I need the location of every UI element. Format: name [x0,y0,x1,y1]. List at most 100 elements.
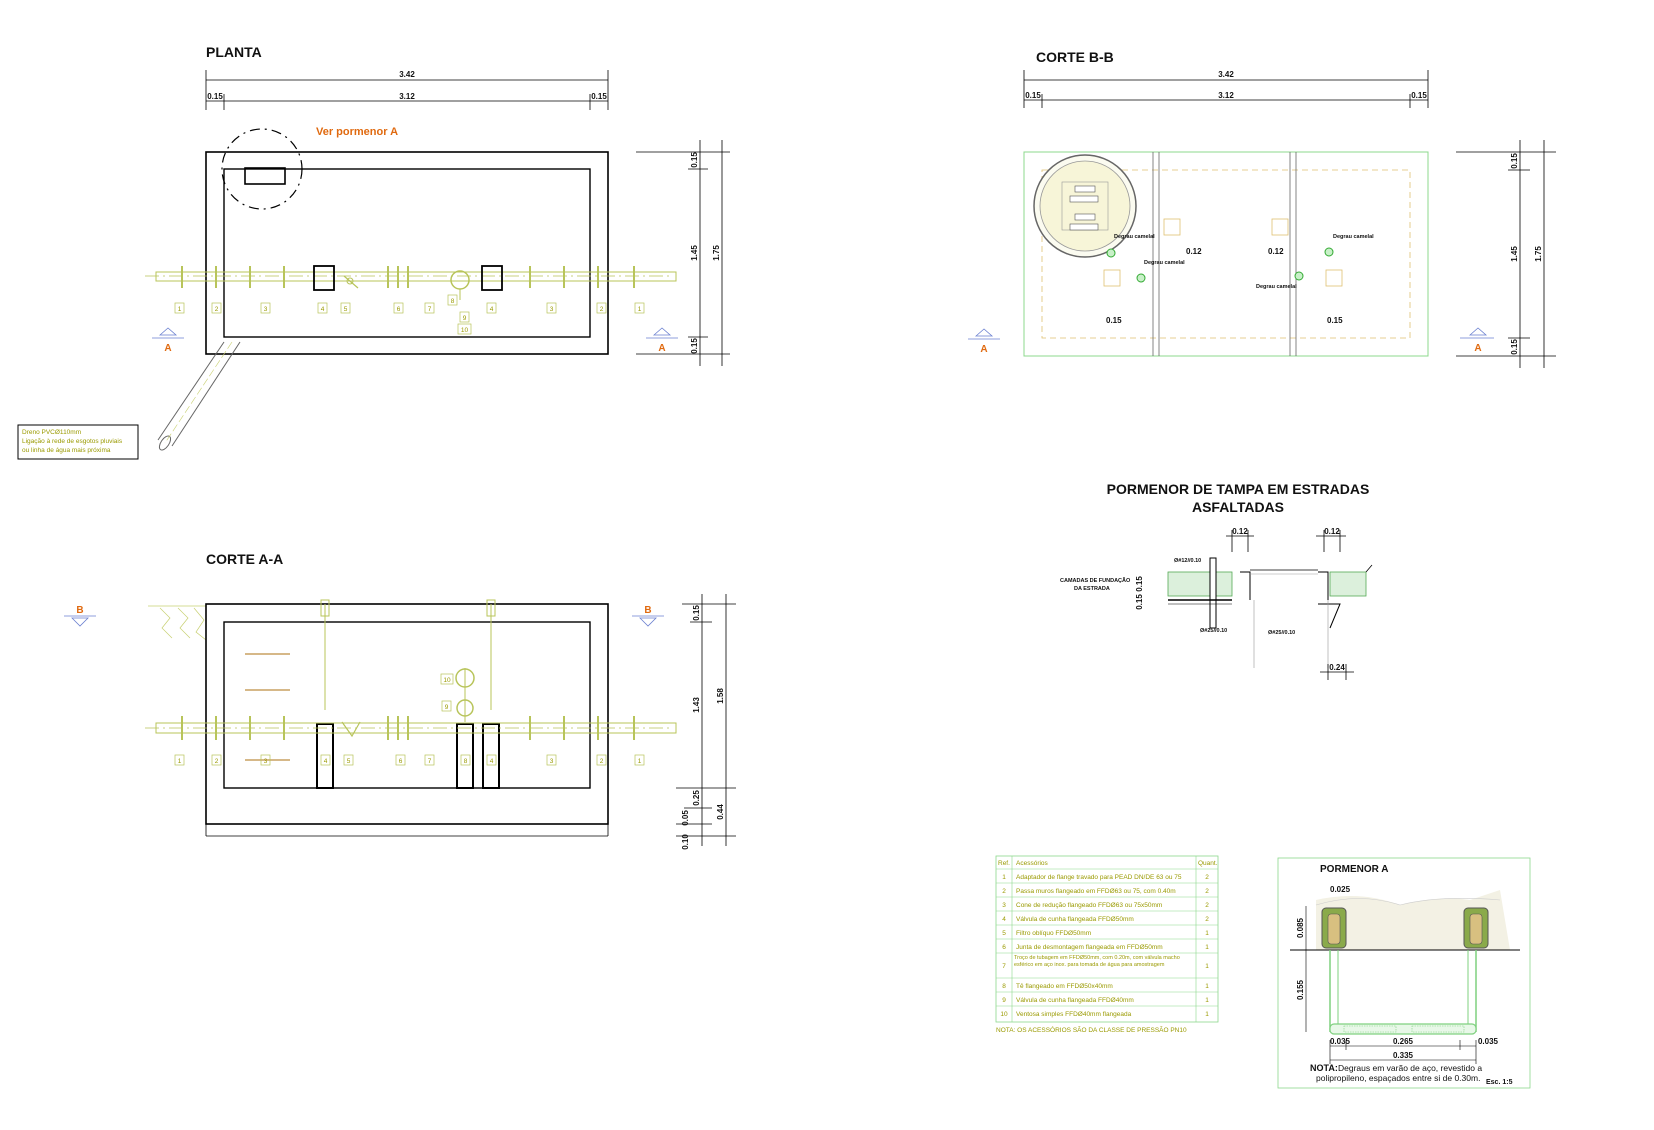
table-desc: Filtro oblíquo FFDØ50mm [1016,930,1091,937]
corte-bb-manhole-cover [1033,154,1137,258]
table-qty: 2 [1205,902,1209,909]
table-qty: 1 [1205,983,1209,990]
planta-item-label: 1 [178,306,182,313]
planta-item-label: 2 [600,306,604,313]
table-desc: Válvula de cunha flangeada FFDØ50mm [1016,916,1134,923]
table-ref: 8 [1002,983,1006,990]
table-ref: 5 [1002,930,1006,937]
pormenor-tampa-camadas-2: DA ESTRADA [1074,586,1110,592]
planta-dim-total: 3.42 [399,70,415,79]
corte-aa-item-label: 4 [324,758,328,765]
corte-aa-dim-mid: 1.43 [692,697,701,713]
corte-bb-beams [1152,152,1297,356]
pormenor-tampa-section [1167,557,1373,668]
pormenor-a-scale: Esc. 1:5 [1486,1079,1513,1086]
pormenor-tampa-dim-024: 0.24 [1329,663,1345,672]
corte-aa-section-label-left: B [76,605,83,616]
pormenor-a-dim-265: 0.265 [1393,1037,1414,1046]
corte-bb-dim-wall-right: 0.15 [1411,91,1427,100]
table-qty: 1 [1205,963,1209,970]
accessories-table: Ref. Acessórios Quant. 1 Adaptador de fl… [995,855,1219,1034]
planta-section-marker-right [646,327,678,339]
planta-ver-pormenor: Ver pormenor A [316,126,398,138]
pormenor-a-nota-line2: polipropileno, espaçados entre si de 0.3… [1316,1073,1480,1083]
corte-bb-slab-outline [1023,151,1429,357]
planta-extra-label: 9 [463,315,467,322]
corte-bb-title: CORTE B-B [1036,49,1114,65]
corte-bb-dim-total: 3.42 [1218,70,1234,79]
pormenor-a-nota-line1: Degraus em varão de aço, revestido a [1338,1063,1482,1073]
pormenor-a-dim-085: 0.085 [1296,917,1305,938]
table-ref: 10 [1000,1011,1008,1018]
table-qty: 2 [1205,916,1209,923]
planta-valve-box-left [313,265,335,291]
planta-item-labels: 1 2 3 4 5 6 7 4 3 2 1 8 9 10 [174,294,645,335]
table-ref: 1 [1002,874,1006,881]
table-desc: Ventosa simples FFDØ40mm flangeada [1016,1011,1132,1018]
corte-bb-dim-right-top: 0.15 [1510,153,1519,169]
pormenor-tampa-bar-right: Ø#25//0.10 [1268,630,1295,636]
pormenor-a-nota-label: NOTA: [1310,1063,1338,1073]
pormenor-a-dim-335: 0.335 [1393,1051,1414,1060]
corte-aa-extra-label: 9 [445,704,449,711]
corte-aa-steps [245,653,290,761]
corte-bb-section-marker-left [968,328,1000,340]
planta-item-label: 3 [264,306,268,313]
planta-dimensions-top [205,70,609,110]
planta-section-marker-left [152,327,184,339]
pormenor-tampa-dim-bottom [1320,664,1354,680]
pormenor-tampa-dim-012-right: 0.12 [1324,527,1340,536]
pormenor-a-dim-035-left: 0.035 [1330,1037,1351,1046]
pormenor-a-soil [1315,890,1510,950]
pormenor-a-pillars [1321,907,1489,949]
table-qty: 1 [1205,944,1209,951]
pormenor-tampa-dim-015b: 0.15 [1135,594,1144,610]
corte-aa-section-label-right: B [644,605,651,616]
planta-item-label: 6 [397,306,401,313]
corte-bb-section-marker-right [1460,327,1494,339]
pormenor-tampa-bar-top: Ø#12//0.10 [1174,558,1201,564]
table-desc: Junta de desmontagem flangeada em FFDØ50… [1016,944,1163,951]
corte-aa-dim-small2: 0.10 [681,834,690,850]
corte-aa-item-labels: 1 2 3 4 5 6 7 8 4 3 2 1 10 9 [174,673,645,766]
corte-aa-section-marker-right [632,615,664,627]
pormenor-tampa-view: PORMENOR DE TAMPA EM ESTRADAS ASFALTADAS… [1060,481,1373,680]
table-desc: Adaptador de flange travado para PEAD DN… [1016,874,1182,881]
corte-aa-title: CORTE A-A [206,551,283,567]
planta-dreno-line: Ligação à rede de esgotos pluviais [22,438,123,445]
table-desc: Passa muros flangeado em FFDØ63 ou 75, c… [1016,888,1176,895]
planta-title: PLANTA [206,44,262,60]
corte-aa-dim-small1: 0.05 [681,810,690,826]
corte-bb-dim-012: 0.12 [1268,247,1284,256]
planta-detail-circle [221,128,303,210]
corte-aa-item-label: 2 [215,758,219,765]
corte-aa-item-label: 4 [490,758,494,765]
table-header: Quant. [1198,860,1218,867]
table-desc: Válvula de cunha flangeada FFDØ40mm [1016,997,1134,1004]
corte-aa-ground-hatch [148,605,207,641]
corte-bb-dim-right-bottom: 0.15 [1510,339,1519,355]
corte-bb-dimensions-right [1456,140,1556,368]
corte-bb-dimensions-top [1023,70,1429,108]
planta-outer-wall [205,151,609,355]
table-qty: 2 [1205,874,1209,881]
corte-bb-section-label-right: A [1474,343,1481,354]
corte-bb-degrau-label: Degrau camelal [1144,260,1185,266]
corte-aa-item-label: 1 [178,758,182,765]
corte-bb-dim-right-mid: 1.45 [1510,246,1519,262]
pormenor-a-step-frame [1329,950,1477,1035]
pormenor-a-dim-025: 0.025 [1330,885,1351,894]
corte-aa-item-label: 5 [347,758,351,765]
table-qty: 1 [1205,1011,1209,1018]
corte-aa-outer-wall [205,603,609,825]
corte-aa-dim-top: 0.15 [692,605,701,621]
planta-section-label-right: A [658,343,665,354]
planta-item-label: 2 [215,306,219,313]
planta-item-label: 5 [344,306,348,313]
pormenor-tampa-title-line2: ASFALTADAS [1192,499,1284,515]
corte-bb-dim-015: 0.15 [1106,316,1122,325]
corte-bb-dim-012: 0.12 [1186,247,1202,256]
planta-dim-inner: 3.12 [399,92,415,101]
table-ref: 7 [1002,963,1006,970]
